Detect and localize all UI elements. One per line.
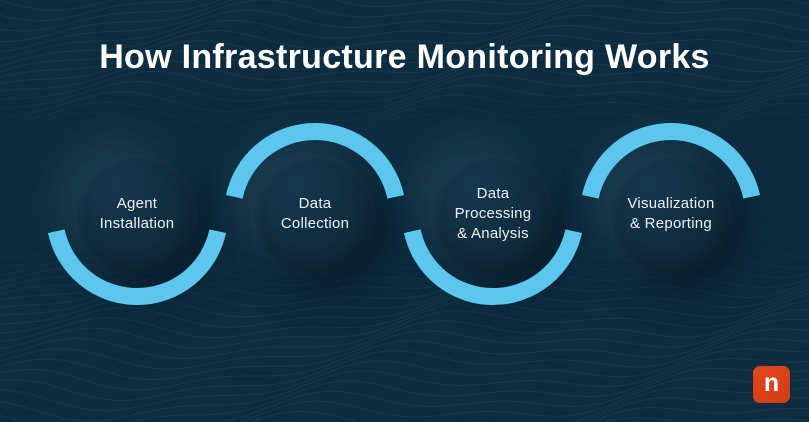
step-label: Visualization & Reporting	[627, 195, 715, 232]
step-circle-data-collection: Data Collection	[255, 154, 375, 274]
step-circle-visualization-reporting: Visualization & Reporting	[611, 154, 731, 274]
step-circle-data-processing-analysis: Data Processing & Analysis	[433, 154, 553, 274]
page-title: How Infrastructure Monitoring Works	[99, 38, 710, 76]
step-label: Agent Installation	[99, 195, 175, 232]
ninjaone-logo: n	[753, 366, 790, 403]
ninjaone-logo-letter: n	[763, 369, 780, 397]
step-label: Data Collection	[280, 195, 350, 232]
step-label: Data Processing & Analysis	[454, 185, 532, 242]
step-circle-agent-installation: Agent Installation	[77, 154, 197, 274]
